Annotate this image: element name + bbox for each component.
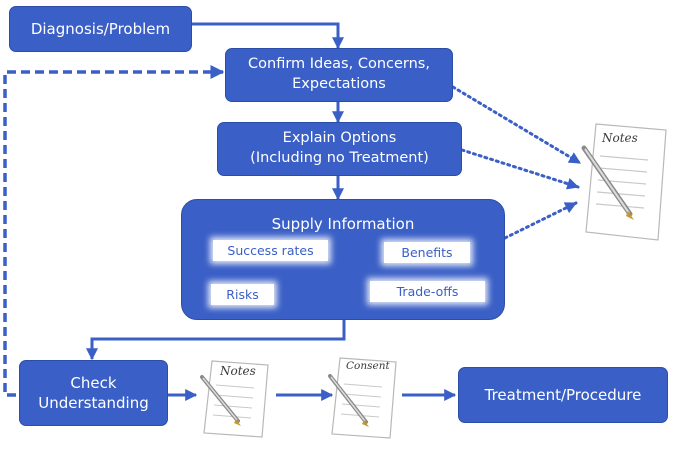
- notes-document-icon: Notes: [581, 123, 667, 241]
- confirm-line-1: Confirm Ideas, Concerns,: [248, 56, 430, 73]
- diagnosis-problem-box: Diagnosis/Problem: [9, 6, 192, 52]
- chip-success-rates: Success rates: [213, 240, 328, 261]
- diagnosis-label: Diagnosis/Problem: [30, 19, 171, 38]
- dotted-supply-to-notes: [503, 201, 578, 240]
- chip-benefits: Benefits: [384, 242, 470, 263]
- check-line-2: Understanding: [38, 394, 149, 412]
- supply-title: Supply Information: [271, 215, 415, 233]
- chip-risks: Risks: [211, 284, 274, 305]
- check-line-1: Check: [70, 373, 117, 392]
- confirm-ideas-box: Confirm Ideas, Concerns, Expectations: [225, 48, 453, 102]
- consent-document-icon: Consent: [328, 357, 397, 439]
- arrow-supply-to-check: [86, 320, 346, 361]
- notes-label-right: Notes: [601, 131, 638, 145]
- confirm-line-2: Expectations: [292, 76, 386, 92]
- check-understanding-box: Check Understanding: [19, 360, 168, 426]
- dotted-explain-to-notes: [460, 148, 580, 190]
- treatment-procedure-box: Treatment/Procedure: [458, 367, 668, 423]
- treatment-label: Treatment/Procedure: [484, 385, 642, 404]
- dotted-confirm-to-notes: [451, 85, 582, 165]
- chip-trade-offs: Trade-offs: [370, 281, 485, 302]
- notes-label-bottom: Notes: [219, 364, 256, 378]
- explain-line-2: (Including no Treatment): [250, 150, 429, 166]
- dashed-loop-check-to-confirm: [3, 65, 225, 397]
- explain-line-1: Explain Options: [282, 130, 397, 147]
- arrow-diagnosis-to-confirm: [192, 22, 344, 50]
- notes-document-small-icon: Notes: [200, 360, 269, 438]
- consent-label: Consent: [346, 360, 390, 372]
- explain-options-box: Explain Options (Including no Treatment): [217, 122, 462, 176]
